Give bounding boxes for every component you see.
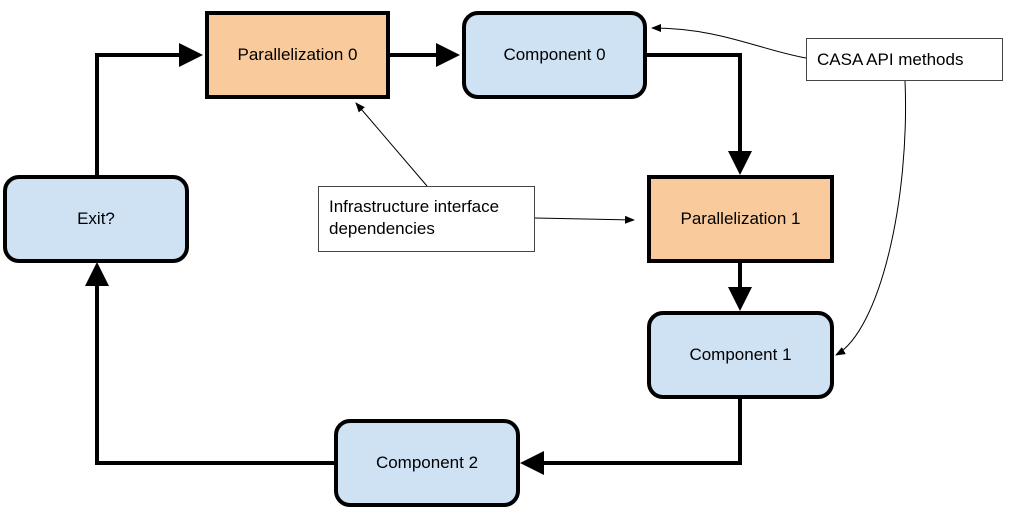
casa-api-leader-to-component-0 (651, 24, 807, 59)
casa-api-leader-to-component-1 (835, 79, 907, 356)
connector-component-1-to-component-2 (520, 398, 742, 475)
casa-api-annotation: CASA API methods (806, 38, 1003, 81)
infrastructure-leader-to-parallelization-0 (355, 102, 428, 187)
casa-api-annotation-label: CASA API methods (817, 49, 964, 69)
connector-component-2-to-exit (85, 262, 334, 465)
parallelization-0-label: Parallelization 0 (237, 45, 358, 64)
component-2-label: Component 2 (375, 453, 479, 472)
infrastructure-annotation: Infrastructure interface dependencies (318, 186, 535, 252)
parallelization-1-label: Parallelization 1 (680, 209, 801, 228)
component-1-label: Component 1 (689, 345, 792, 364)
parallelization-0-box: Parallelization 0 (205, 11, 390, 99)
component-0-box: Component 0 (462, 11, 647, 99)
infrastructure-annotation-line-1: Infrastructure interface (329, 197, 500, 216)
exit-box: Exit? (3, 175, 189, 263)
component-1-box: Component 1 (647, 311, 834, 399)
infrastructure-annotation-line-2: dependencies (329, 219, 435, 238)
connector-component-0-to-parallelization-1 (647, 53, 752, 175)
infrastructure-leader-to-parallelization-1 (534, 215, 635, 224)
connector-exit-to-parallelization-0 (95, 43, 203, 175)
component-0-label: Component 0 (503, 45, 606, 64)
component-2-box: Component 2 (334, 419, 520, 507)
exit-label: Exit? (77, 209, 115, 228)
parallelization-1-box: Parallelization 1 (647, 175, 834, 263)
